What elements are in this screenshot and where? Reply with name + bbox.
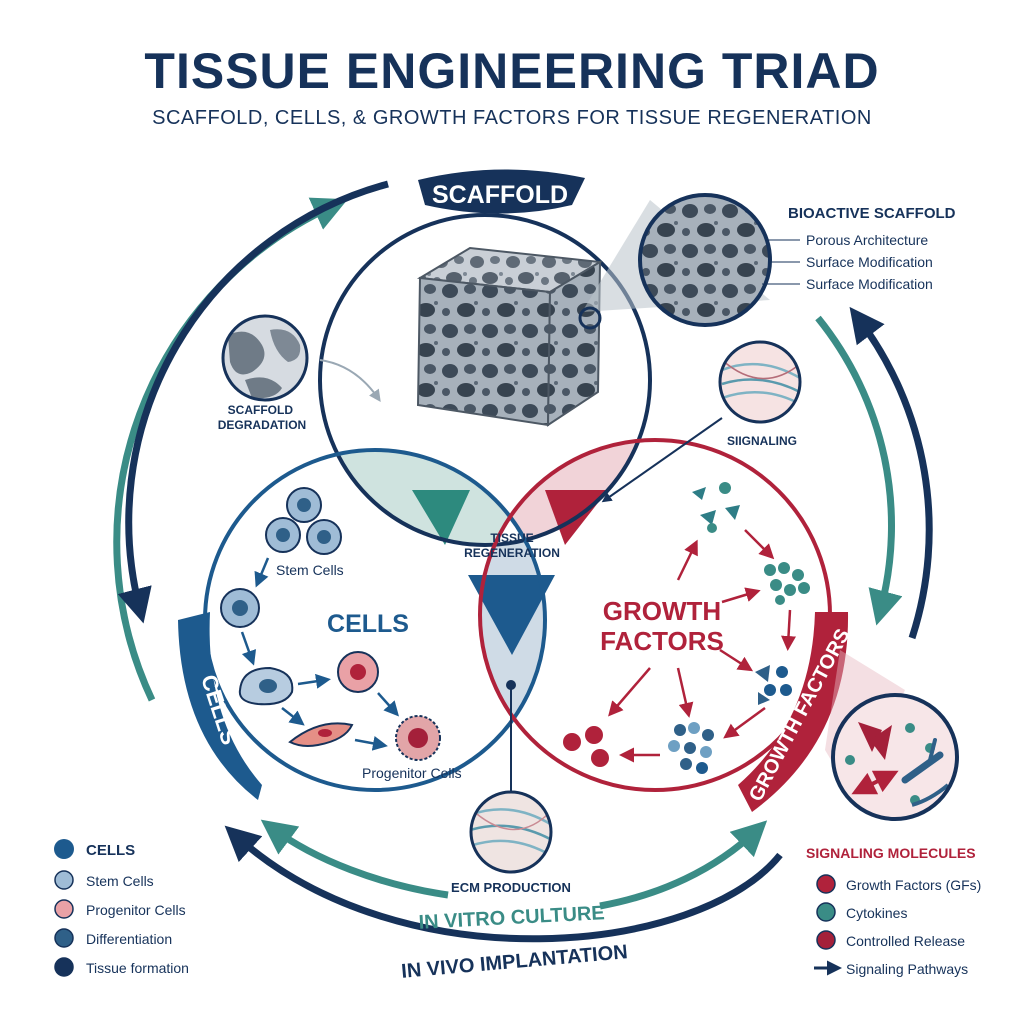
growth-heading-line1: GROWTH <box>603 596 721 626</box>
legend-cells-item: Tissue formation <box>86 960 189 976</box>
legend-signaling-item: Controlled Release <box>846 933 965 949</box>
cycle-arrow-in-vitro <box>260 819 449 899</box>
legend-signaling-item: Cytokines <box>846 905 907 921</box>
cycle-arrow-in-vitro-right <box>599 820 768 910</box>
legend-cells-item: Differentiation <box>86 931 172 947</box>
scaffold-tab <box>418 169 585 214</box>
differentiating-cell <box>238 666 294 706</box>
gf-cluster-lower-right <box>755 665 792 705</box>
mature-cell <box>395 715 441 761</box>
stem-cell-cluster <box>265 487 342 555</box>
overlap-scaffold-cells <box>320 450 545 545</box>
page-title: TISSUE ENGINEERING TRIAD <box>144 43 879 99</box>
scaffold-degradation-label: SCAFFOLD DEGRADATION <box>218 403 306 432</box>
blue-triangle <box>468 575 555 655</box>
legend-signaling-arrow-label: Signaling Pathways <box>846 961 968 977</box>
bioactive-scaffold-title: BIOACTIVE SCAFFOLD <box>788 205 956 222</box>
page-subtitle: SCAFFOLD, CELLS, & GROWTH FACTORS FOR TI… <box>152 107 872 129</box>
gf-cluster-left <box>563 726 609 767</box>
gf-cluster-right <box>764 562 810 605</box>
growth-factors-tab <box>738 612 849 812</box>
scaffold-tab-label: SCAFFOLD <box>432 181 568 209</box>
legend-cells-title: CELLS <box>86 842 135 859</box>
scaffold-circle <box>318 213 652 547</box>
gf-cluster-top <box>692 482 740 533</box>
elongated-cell <box>288 722 354 747</box>
cycle-arrow-left-navy <box>117 180 389 624</box>
gf-cluster-bottom <box>668 722 714 774</box>
cycle-arrow-in-vivo <box>224 825 783 943</box>
progenitor-cells-label: Progenitor Cells <box>362 765 462 781</box>
signaling-label: SIIGNALING <box>727 434 797 448</box>
cells-heading: CELLS <box>327 610 409 638</box>
scaffold-degradation-icon <box>221 314 309 402</box>
legend-signaling-title: SIGNALING MOLECULES <box>806 845 976 861</box>
cycle-arrow-right-teal <box>815 315 903 626</box>
legend-cells-item: Stem Cells <box>86 873 154 889</box>
teal-triangle <box>412 490 470 545</box>
center-label-line1: TISSUE <box>490 531 533 545</box>
legend-cells: CELLS Stem Cells Progenitor Cells Differ… <box>54 839 189 977</box>
gf-signaling-arrows <box>608 529 797 763</box>
cycle-arrow-right-navy <box>849 306 933 640</box>
progenitor-cell <box>337 651 379 693</box>
in-vitro-label: IN VITRO CULTURE <box>418 902 605 934</box>
bioactive-scaffold-zoom <box>638 193 772 327</box>
legend-signaling-item: Growth Factors (GFs) <box>846 877 981 893</box>
signaling-icon <box>718 340 802 424</box>
cells-tab <box>178 612 262 800</box>
growth-heading-line2: FACTORS <box>600 626 724 656</box>
legend-signaling: SIGNALING MOLECULES Growth Factors (GFs)… <box>806 845 981 977</box>
scaffold-cube <box>416 246 604 427</box>
bioactive-detail-3: Surface Modification <box>806 276 933 292</box>
signaling-pointer <box>601 417 723 503</box>
in-vivo-label: IN VIVO IMPLANTATION <box>400 941 628 983</box>
center-label-line2: REGENERATION <box>464 546 560 560</box>
stem-cells-label: Stem Cells <box>276 562 344 578</box>
ecm-production-icon <box>469 790 553 874</box>
legend-cells-item: Progenitor Cells <box>86 902 186 918</box>
bioactive-detail-1: Porous Architecture <box>806 232 928 248</box>
degradation-arrow <box>319 359 381 402</box>
single-stem-cell <box>220 588 260 628</box>
gf-zoom-icon <box>831 693 959 821</box>
ecm-production-label: ECM PRODUCTION <box>451 880 571 895</box>
bioactive-detail-2: Surface Modification <box>806 254 933 270</box>
